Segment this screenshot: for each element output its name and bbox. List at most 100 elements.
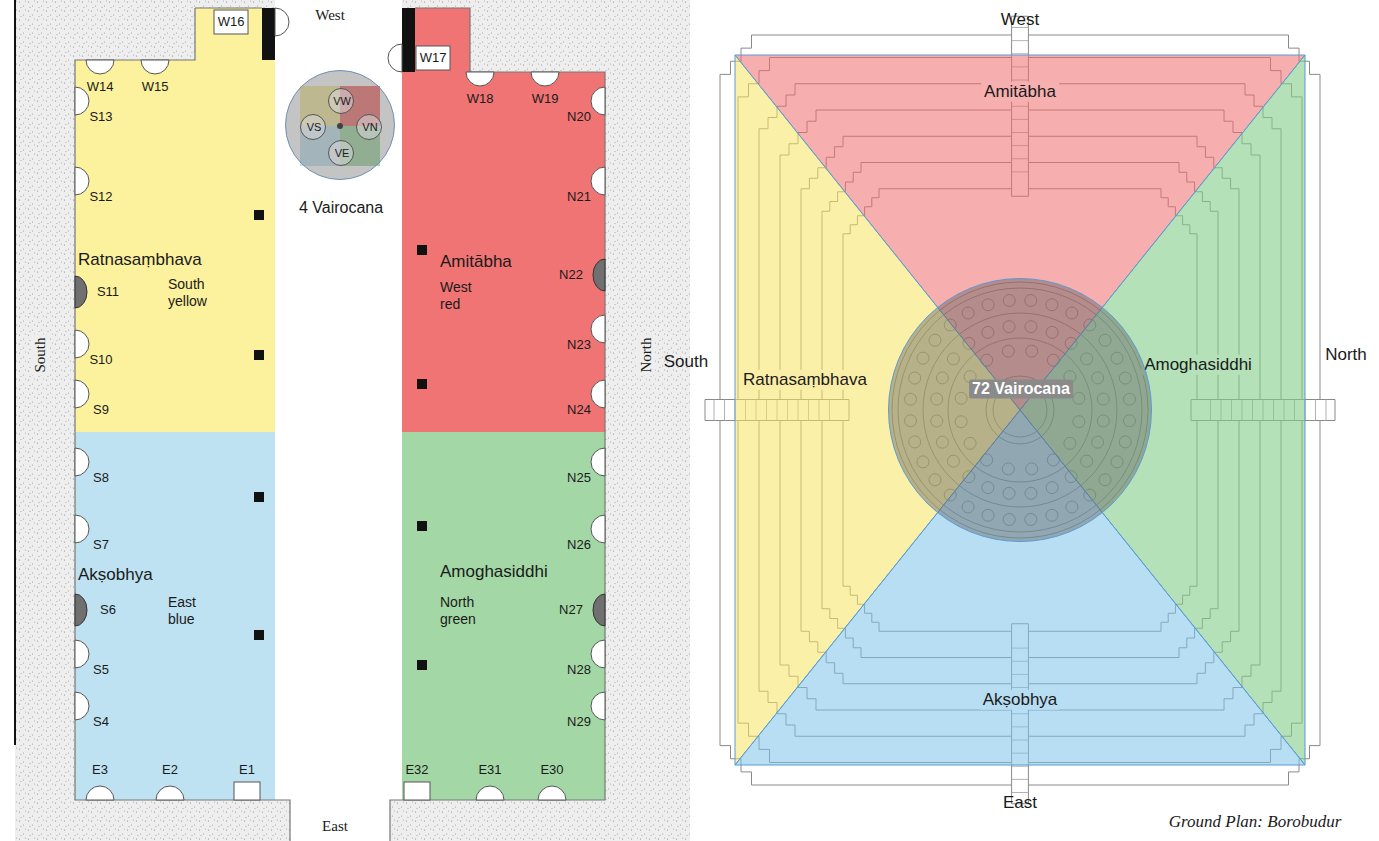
plan-caption-holder: Ground Plan: Borobudur bbox=[1169, 812, 1342, 832]
buddha-niche bbox=[75, 276, 87, 308]
plan-caption: Ground Plan: Borobudur bbox=[1169, 812, 1342, 832]
pillars bbox=[254, 210, 427, 670]
niche-code-holder: N20 bbox=[567, 109, 591, 125]
buddha-niche bbox=[75, 594, 87, 626]
niche-symbol bbox=[591, 315, 605, 343]
niche-symbol bbox=[591, 87, 605, 115]
niche-code: N24 bbox=[567, 402, 591, 418]
wall-bar bbox=[402, 8, 415, 72]
niche-symbol bbox=[75, 515, 89, 543]
stair-step bbox=[1012, 766, 1029, 767]
vairocana-seat: VN bbox=[356, 114, 382, 140]
pillar bbox=[417, 245, 427, 255]
buddha-name-holder: Akṣobhya bbox=[78, 565, 153, 585]
niche-box bbox=[404, 782, 430, 800]
direction-label-holder: North bbox=[637, 335, 655, 376]
niche-code-holder: S4 bbox=[93, 714, 109, 730]
ground-plan bbox=[705, 16, 1335, 804]
pillar bbox=[417, 521, 427, 531]
direction-label: East bbox=[1003, 793, 1037, 813]
niche-code-holder: N28 bbox=[567, 662, 591, 678]
niche-code: S4 bbox=[93, 714, 109, 730]
direction-label: West bbox=[1001, 10, 1039, 30]
niche-box bbox=[416, 46, 450, 70]
buddha-name-holder: Ratnasaṃbhava bbox=[78, 250, 202, 270]
niche-code: S7 bbox=[93, 537, 109, 553]
niche-symbol bbox=[466, 72, 494, 86]
seat-code-holder: VE bbox=[335, 147, 350, 160]
niche-symbol bbox=[476, 786, 504, 800]
niche-code-holder: E30 bbox=[540, 762, 563, 778]
stipple-ground bbox=[15, 0, 690, 841]
niche-code-holder: S5 bbox=[93, 662, 109, 678]
stair-step bbox=[714, 400, 715, 421]
niche-code-holder: W16 bbox=[218, 14, 245, 30]
red-extension bbox=[415, 8, 470, 72]
direction-label: South bbox=[664, 352, 708, 372]
border-line bbox=[14, 0, 16, 745]
buddha-name: Akṣobhya bbox=[78, 565, 153, 585]
niche-symbol bbox=[156, 786, 184, 800]
wall-outline bbox=[390, 8, 605, 841]
niche-code-holder: S12 bbox=[89, 189, 112, 205]
seat-code: VE bbox=[335, 147, 350, 160]
niche-code: E2 bbox=[162, 762, 178, 778]
wall-bar bbox=[262, 8, 275, 60]
niche-code-holder: W17 bbox=[420, 50, 447, 66]
stair-step bbox=[1315, 400, 1316, 421]
niche-code-holder: S7 bbox=[93, 537, 109, 553]
pillar bbox=[417, 660, 427, 670]
direction-label-holder: East bbox=[322, 817, 348, 835]
seat-code: VW bbox=[333, 95, 351, 108]
vairocana-seat: VS bbox=[300, 114, 326, 140]
region-note: North green bbox=[440, 594, 488, 628]
buddha-name: Ratnasaṃbhava bbox=[78, 250, 202, 270]
niches bbox=[75, 60, 605, 800]
direction-label: South bbox=[31, 334, 49, 375]
niche-code-holder: S11 bbox=[97, 284, 119, 300]
stair-step bbox=[1326, 400, 1327, 421]
buddha-name: Akṣobhya bbox=[980, 690, 1061, 710]
stair-step bbox=[1012, 40, 1029, 41]
buddha-name: Amitābha bbox=[440, 252, 512, 272]
niche-box bbox=[214, 10, 248, 34]
buddha-name-holder: Amoghasiddhi bbox=[440, 562, 548, 582]
terrace-outline bbox=[720, 35, 1320, 785]
direction-label-holder: North bbox=[1325, 345, 1367, 365]
niche-symbol bbox=[591, 515, 605, 543]
seat-code-holder: VW bbox=[333, 95, 351, 108]
niche-code: S8 bbox=[93, 470, 109, 486]
niche-code: W14 bbox=[87, 79, 114, 95]
niche-code: S11 bbox=[97, 284, 119, 300]
niche-symbol bbox=[591, 167, 605, 195]
niche-code-holder: N23 bbox=[567, 337, 591, 353]
direction-label: North bbox=[637, 335, 655, 376]
direction-label: West bbox=[315, 6, 345, 24]
direction-label: East bbox=[322, 817, 348, 835]
niche-code: W17 bbox=[420, 50, 447, 66]
niche-code-holder: E32 bbox=[405, 762, 428, 778]
niche-code: S6 bbox=[100, 602, 116, 618]
buddha-name: Ratnasaṃbhava bbox=[740, 370, 870, 390]
niche-code-holder: S13 bbox=[89, 109, 112, 125]
buddha-name-holder: Amitābha bbox=[981, 82, 1059, 102]
buddha-name-holder: Akṣobhya bbox=[980, 690, 1061, 710]
stair-step bbox=[1012, 779, 1029, 780]
seat-code-holder: VN bbox=[362, 121, 377, 134]
niche-symbol bbox=[275, 8, 289, 36]
niche-code: E30 bbox=[540, 762, 563, 778]
niche-code-holder: N24 bbox=[567, 402, 591, 418]
niche-code: W19 bbox=[532, 91, 559, 107]
circle-heading: 72 Vairocana bbox=[969, 379, 1073, 398]
region-note-holder: South yellow bbox=[168, 276, 216, 310]
niche-code: E1 bbox=[239, 762, 255, 778]
niche-symbol bbox=[531, 72, 559, 86]
buddha-niche bbox=[593, 594, 605, 626]
circle-heading-holder: 72 Vairocana bbox=[969, 379, 1073, 398]
niche-symbol bbox=[75, 640, 89, 668]
niche-code: N25 bbox=[567, 470, 591, 486]
